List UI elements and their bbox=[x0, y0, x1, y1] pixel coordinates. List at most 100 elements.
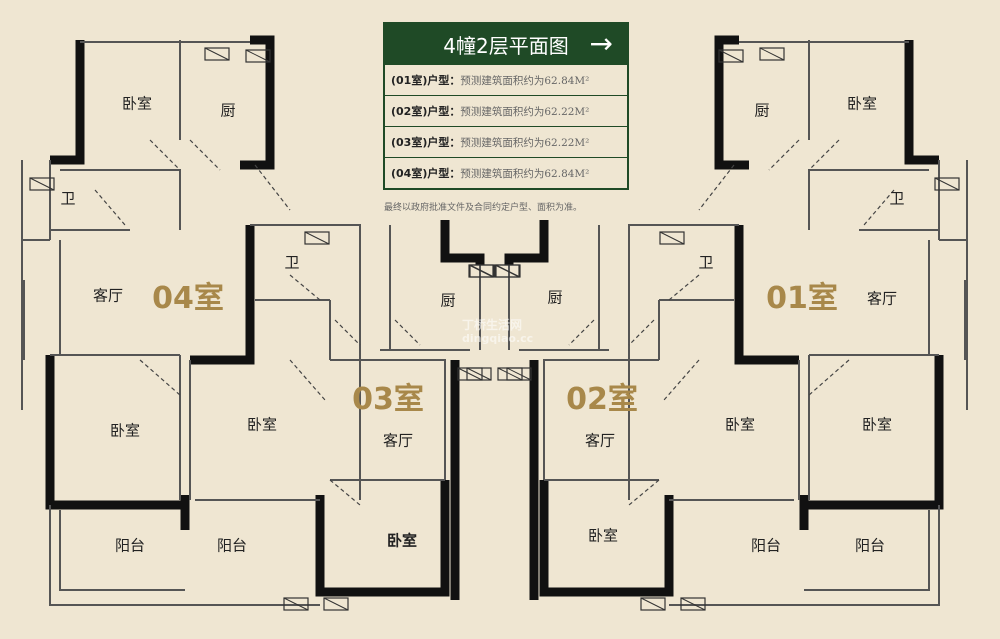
wall-thick bbox=[734, 225, 799, 365]
wall-thick bbox=[904, 40, 939, 165]
room-label-kitchen: 厨 bbox=[440, 291, 456, 310]
window-fixture bbox=[29, 177, 55, 191]
window-fixture bbox=[245, 49, 271, 63]
window-fixture bbox=[323, 597, 349, 611]
wall-thick bbox=[190, 225, 255, 365]
room-label-balcony: 阳台 bbox=[114, 536, 146, 555]
door-swing bbox=[289, 359, 326, 401]
unit-label-01: 01室 bbox=[766, 281, 838, 316]
wall-thin bbox=[330, 359, 446, 480]
room-label-bath: 卫 bbox=[60, 189, 76, 208]
wall-thin bbox=[808, 169, 929, 230]
room-label-bedroom: 卧室 bbox=[121, 94, 153, 113]
legend-row-02: (02室)户型：预测建筑面积约为62.22M² bbox=[385, 95, 627, 126]
door-swing bbox=[149, 139, 181, 171]
unit-area: 预测建筑面积约为62.22M² bbox=[460, 105, 590, 118]
door-swing bbox=[808, 139, 840, 171]
unit-area: 预测建筑面积约为62.84M² bbox=[460, 74, 590, 87]
window-fixture bbox=[495, 264, 521, 278]
room-label-living: 客厅 bbox=[382, 431, 414, 450]
window-fixture-cross bbox=[659, 231, 685, 245]
window-fixture bbox=[283, 597, 309, 611]
window-fixture bbox=[934, 177, 960, 191]
wall-thin bbox=[669, 505, 940, 606]
window-fixture bbox=[718, 49, 744, 63]
watermark-cn: 丁桥生活网 bbox=[462, 318, 523, 332]
window-fixture bbox=[759, 47, 785, 61]
room-label-living: 客厅 bbox=[584, 431, 616, 450]
window-fixture-cross bbox=[934, 177, 960, 191]
window-fixture-cross bbox=[245, 49, 271, 63]
watermark-en: dingqiao.cc bbox=[462, 332, 534, 345]
door-swing bbox=[768, 139, 800, 171]
window-fixture-cross bbox=[457, 367, 483, 381]
wall-thick bbox=[504, 220, 549, 265]
arrow-right-icon: → bbox=[589, 27, 613, 60]
wall-thin bbox=[543, 359, 659, 480]
door-swing bbox=[663, 359, 700, 401]
window-fixture-cross bbox=[759, 47, 785, 61]
window-fixture-cross bbox=[29, 177, 55, 191]
door-swing bbox=[568, 319, 595, 346]
door-swing bbox=[628, 319, 655, 346]
window-fixture bbox=[497, 367, 523, 381]
room-label-bedroom: 卧室 bbox=[587, 526, 619, 545]
legend-title: 4幢2层平面图 → bbox=[385, 24, 627, 64]
window-fixture-cross bbox=[506, 367, 532, 381]
wall-thick bbox=[539, 480, 674, 597]
window-fixture bbox=[659, 231, 685, 245]
door-swing bbox=[289, 274, 321, 301]
unit-label-03: 03室 bbox=[352, 382, 424, 417]
door-swing bbox=[394, 319, 421, 346]
window-fixture bbox=[204, 47, 230, 61]
window-fixture-cross bbox=[680, 597, 706, 611]
room-label-kitchen: 厨 bbox=[547, 288, 563, 307]
wall-thick bbox=[315, 480, 450, 597]
door-swing bbox=[139, 359, 181, 396]
door-swing bbox=[94, 189, 126, 226]
room-label-bath: 卫 bbox=[698, 253, 714, 272]
room-label-bedroom: 卧室 bbox=[386, 531, 418, 550]
unit-label-04: 04室 bbox=[152, 281, 224, 316]
unit-area: 预测建筑面积约为62.84M² bbox=[460, 167, 590, 180]
wall-thin bbox=[49, 505, 320, 606]
wall-thin bbox=[804, 510, 930, 591]
legend-box: 4幢2层平面图 → (01室)户型：预测建筑面积约为62.84M² (02室)户… bbox=[383, 22, 629, 190]
door-swing bbox=[334, 319, 361, 346]
window-fixture bbox=[304, 231, 330, 245]
room-label-kitchen: 厨 bbox=[220, 101, 236, 120]
window-fixture-cross bbox=[304, 231, 330, 245]
window-fixture-cross bbox=[204, 47, 230, 61]
door-swing bbox=[189, 139, 221, 171]
window-fixture-cross bbox=[323, 597, 349, 611]
room-label-living: 客厅 bbox=[92, 286, 124, 305]
unit-type: (02室)户型： bbox=[391, 105, 461, 118]
door-swing bbox=[254, 164, 291, 211]
window-fixture bbox=[468, 264, 494, 278]
wall-thick bbox=[50, 40, 85, 165]
window-fixture bbox=[466, 367, 492, 381]
room-label-balcony: 阳台 bbox=[216, 536, 248, 555]
unit-label-02: 02室 bbox=[566, 382, 638, 417]
legend-row-03: (03室)户型：预测建筑面积约为62.22M² bbox=[385, 126, 627, 157]
wall-thin bbox=[628, 224, 739, 500]
room-label-bath: 卫 bbox=[889, 189, 905, 208]
room-label-bath: 卫 bbox=[284, 253, 300, 272]
door-swing bbox=[698, 164, 735, 211]
window-fixture-cross bbox=[718, 49, 744, 63]
window-fixture-cross bbox=[466, 367, 492, 381]
room-label-bedroom: 卧室 bbox=[724, 415, 756, 434]
window-fixture-cross bbox=[283, 597, 309, 611]
room-label-bedroom: 卧室 bbox=[246, 415, 278, 434]
window-fixture-cross bbox=[468, 264, 494, 278]
legend-title-text: 4幢2层平面图 bbox=[443, 33, 569, 58]
wall-thick bbox=[714, 35, 749, 170]
unit-type: (03室)户型： bbox=[391, 136, 461, 149]
room-label-bedroom: 卧室 bbox=[109, 421, 141, 440]
legend-row-01: (01室)户型：预测建筑面积约为62.84M² bbox=[385, 64, 627, 95]
window-fixture bbox=[680, 597, 706, 611]
window-fixture bbox=[640, 597, 666, 611]
wall-thick bbox=[440, 220, 485, 265]
